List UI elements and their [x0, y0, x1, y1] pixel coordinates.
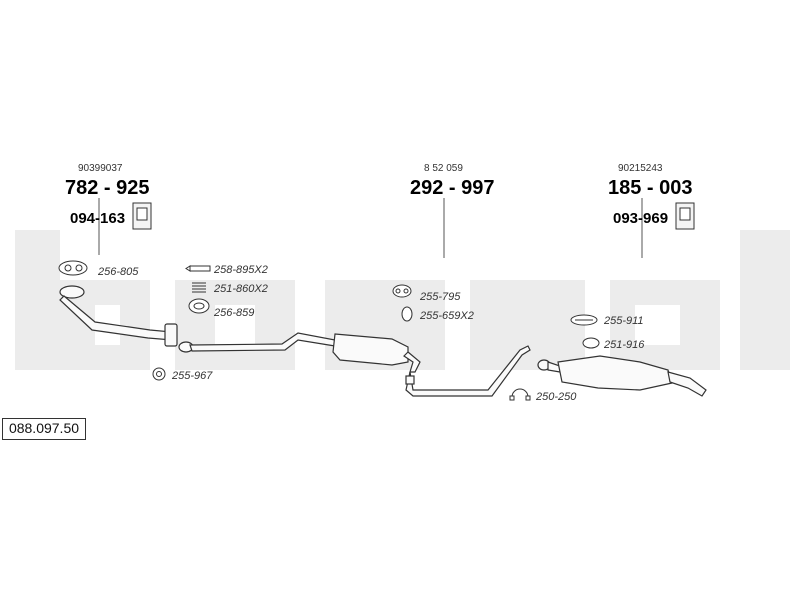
fitting-256-805: 256-805: [97, 266, 139, 278]
oe-number-1: 90399037: [78, 163, 123, 174]
fitting-251-916: 251-916: [603, 339, 645, 351]
fitting-255-911: 255-911: [603, 315, 644, 327]
mount-bracket-3: [675, 202, 695, 230]
mount-number-1: 094-163: [70, 210, 125, 227]
fitting-251-860x2: 251-860X2: [213, 283, 268, 295]
fitting-255-795: 255-795: [419, 291, 461, 303]
ring-icon-255-659: [401, 306, 413, 322]
mount-bracket-1: [132, 202, 152, 230]
catalog-reference-number: 088.097.50: [2, 418, 86, 440]
bolt-icon-258-895: [185, 265, 211, 272]
clamp-icon-251-916: [582, 337, 600, 349]
rubber-mount-icon-255-967: [152, 367, 166, 381]
gasket-icon-256-805: [58, 260, 88, 276]
fitting-255-967: 255-967: [171, 370, 213, 382]
spring-icon-251-860: [192, 282, 206, 293]
fitting-256-859: 256-859: [213, 307, 254, 319]
rear-muffler: [537, 355, 707, 397]
part-number-3: 185 - 003: [608, 177, 693, 199]
hanger-icon-255-795: [392, 284, 412, 298]
fitting-258-895x2: 258-895X2: [213, 264, 268, 276]
mount-number-3: 093-969: [613, 210, 668, 227]
clamp-icon-250-250: [509, 388, 531, 401]
rear-connector-pipe: [405, 345, 531, 397]
fitting-255-659x2: 255-659X2: [419, 310, 474, 322]
part-number-1: 782 - 925: [65, 177, 150, 199]
part-number-2: 292 - 997: [410, 177, 495, 199]
oe-number-3: 90215243: [618, 163, 663, 174]
ring-icon-256-859: [188, 298, 210, 314]
oe-number-2: 8 52 059: [424, 163, 463, 174]
center-pipe-muffler: [178, 332, 421, 373]
front-pipe: [59, 285, 178, 347]
fitting-250-250: 250-250: [535, 391, 577, 403]
hanger-icon-255-911: [570, 314, 598, 326]
